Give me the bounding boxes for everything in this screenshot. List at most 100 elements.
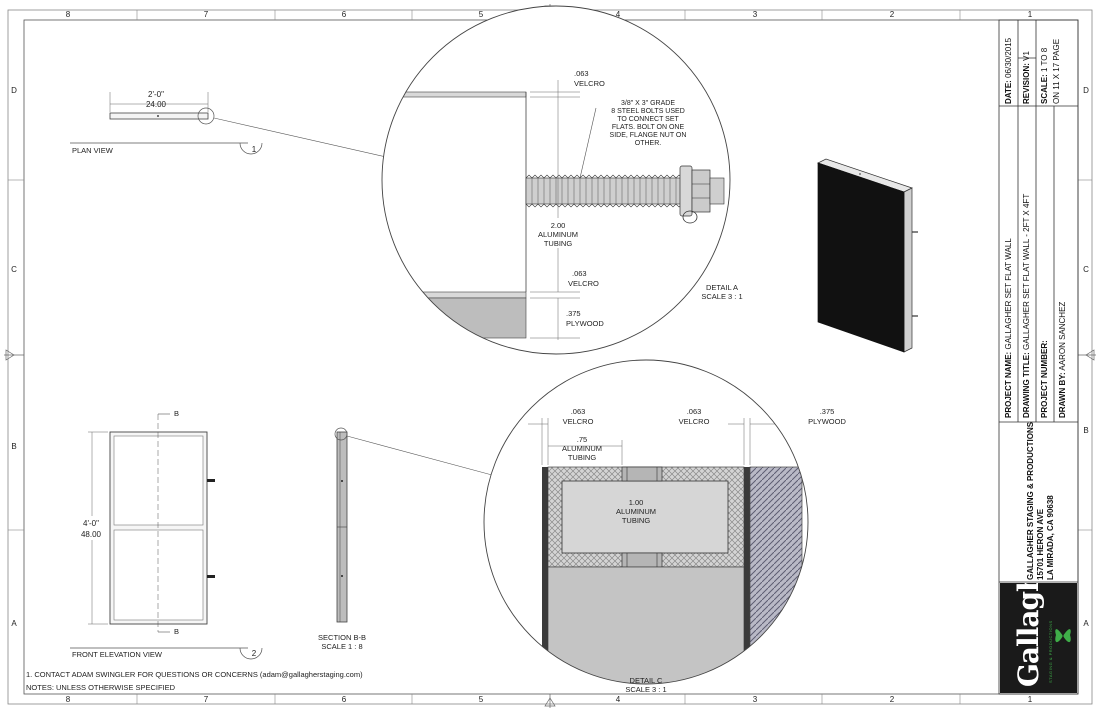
detail-a-bolt-note-6: OTHER. bbox=[635, 140, 662, 147]
detail-c-velcro-left-label: VELCRO bbox=[563, 417, 594, 426]
zone-top-4: 4 bbox=[616, 10, 621, 19]
tb-drawn-by: DRAWN BY: AARON SANCHEZ bbox=[1058, 302, 1067, 418]
tb-drawing-title: DRAWING TITLE: GALLAGHER SET FLAT WALL -… bbox=[1022, 194, 1031, 418]
bolt-bottom bbox=[207, 575, 215, 578]
zone-right-a: A bbox=[1083, 619, 1089, 628]
detail-a-nut bbox=[691, 169, 711, 213]
detail-c-tubing-small-val: .75 bbox=[577, 435, 587, 444]
plan-view-center-mark bbox=[157, 115, 159, 117]
tb-drawing-title-label: DRAWING TITLE: bbox=[1022, 352, 1031, 418]
tb-page-size-value: ON 11 X 17 PAGE bbox=[1052, 38, 1061, 104]
tb-address-2: LA MIRADA, CA 90638 bbox=[1046, 495, 1055, 580]
detail-a-title: DETAIL A bbox=[706, 283, 738, 292]
tb-date: DATE: 06/30/2015 bbox=[1004, 38, 1013, 104]
notes-line-2: NOTES: UNLESS OTHERWISE SPECIFIED bbox=[26, 683, 176, 692]
zone-bottom-8: 8 bbox=[66, 695, 71, 704]
zone-left-a: A bbox=[11, 619, 17, 628]
zone-top-6: 6 bbox=[342, 10, 347, 19]
bolt-top bbox=[207, 479, 215, 482]
detail-a-bolt-note-5: SIDE, FLANGE NUT ON bbox=[610, 132, 687, 139]
detail-a-plywood-label: PLYWOOD bbox=[566, 319, 604, 328]
tb-date-value: 06/30/2015 bbox=[1004, 37, 1013, 78]
detail-a-plywood-val: .375 bbox=[566, 309, 581, 318]
title-block-logo-bg bbox=[1000, 583, 1077, 693]
section-mark-bottom: B bbox=[174, 627, 179, 636]
tb-project-name-label: PROJECT NAME: bbox=[1004, 351, 1013, 418]
detail-c: .063 VELCRO .063 VELCRO .375 PLYWOOD .75… bbox=[483, 359, 846, 694]
detail-a-scale: SCALE 3 : 1 bbox=[701, 292, 742, 301]
zone-bottom-7: 7 bbox=[204, 695, 209, 704]
zone-top-2: 2 bbox=[890, 10, 895, 19]
detail-a-velcro-bot-val: .063 bbox=[572, 269, 587, 278]
zone-top-8: 8 bbox=[66, 10, 71, 19]
detail-a-bolt-note-2: 8 STEEL BOLTS USED bbox=[611, 108, 685, 115]
detail-a-leader bbox=[213, 117, 387, 158]
detail-c-tubing-big bbox=[561, 480, 729, 554]
tb-company: GALLAGHER STAGING & PRODUCTIONS bbox=[1026, 421, 1035, 580]
isometric-panel bbox=[817, 158, 918, 353]
detail-a-velcro-bot-label: VELCRO bbox=[568, 279, 599, 288]
detail-c-velcro-right bbox=[744, 467, 750, 684]
zone-left-d: D bbox=[11, 86, 17, 95]
logo-wordmark: Gallagher bbox=[1012, 583, 1045, 687]
detail-a-flange bbox=[679, 165, 693, 217]
section-mark-top: B bbox=[174, 409, 179, 418]
detail-a-bolt-note-3: TO CONNECT SET bbox=[617, 116, 679, 123]
zone-ticks bbox=[8, 10, 1092, 704]
detail-c-plywood-val: .375 bbox=[820, 407, 835, 416]
zone-bottom-6: 6 bbox=[342, 695, 347, 704]
zone-bottom-1: 1 bbox=[1028, 695, 1033, 704]
detail-c-scale: SCALE 3 : 1 bbox=[625, 685, 666, 694]
tb-project-name: PROJECT NAME: GALLAGHER SET FLAT WALL bbox=[1004, 238, 1013, 418]
detail-a-bolt-note-1: 3/8" X 3" GRADE bbox=[621, 100, 675, 107]
zone-bottom-5: 5 bbox=[479, 695, 484, 704]
section-b-b-scale: SCALE 1 : 8 bbox=[321, 642, 362, 651]
detail-a-callout bbox=[197, 107, 215, 125]
detail-a: .063 VELCRO 3/8" X 3" GRADE 8 STEEL BOLT… bbox=[381, 5, 743, 355]
tb-project-number: PROJECT NUMBER: bbox=[1040, 340, 1049, 418]
zone-bottom-3: 3 bbox=[753, 695, 758, 704]
tb-drawn-by-label: DRAWN BY: bbox=[1058, 372, 1067, 418]
tb-scale-label: SCALE: bbox=[1040, 74, 1049, 104]
front-elevation-inner-bottom bbox=[113, 529, 204, 621]
tb-project-name-value: GALLAGHER SET FLAT WALL bbox=[1004, 238, 1013, 350]
tb-address-1: 15701 HERON AVE bbox=[1036, 508, 1045, 580]
butterfly-icon bbox=[1054, 623, 1072, 649]
tb-revision-value: V1 bbox=[1022, 51, 1031, 61]
detail-a-velcro-top-val: .063 bbox=[574, 69, 589, 78]
detail-c-tubing-big-label-1: ALUMINUM bbox=[616, 507, 656, 516]
front-elevation-inner-top bbox=[113, 435, 204, 526]
detail-a-tubing-label-2: TUBING bbox=[544, 239, 573, 248]
zone-top-5: 5 bbox=[479, 10, 484, 19]
detail-c-tubing-small-top bbox=[621, 466, 663, 482]
front-elevation-number: 2 bbox=[252, 649, 257, 658]
detail-c-callout bbox=[334, 427, 348, 441]
title-block-frame bbox=[998, 19, 1079, 695]
front-elevation-label: FRONT ELEVATION VIEW bbox=[72, 650, 163, 659]
detail-a-velcro-top-label: VELCRO bbox=[574, 79, 605, 88]
logo-subtext: STAGING & PRODUCTIONS bbox=[1048, 620, 1053, 683]
detail-c-velcro-right-val: .063 bbox=[687, 407, 702, 416]
tb-scale-value: 1 TO 8 bbox=[1040, 47, 1049, 72]
elevation-dim-ft: 4'-0" bbox=[83, 519, 99, 528]
detail-c-tubing-small-label-2: TUBING bbox=[568, 453, 597, 462]
tb-project-number-label: PROJECT NUMBER: bbox=[1040, 340, 1049, 418]
tb-drawing-title-value: GALLAGHER SET FLAT WALL - 2FT X 4FT bbox=[1022, 193, 1031, 350]
plan-view: 2'-0" 24.00 PLAN VIEW 1 bbox=[70, 90, 387, 158]
zone-bottom-2: 2 bbox=[890, 695, 895, 704]
section-b-b-view: SECTION B-B SCALE 1 : 8 bbox=[318, 427, 493, 651]
plan-view-number: 1 bbox=[252, 145, 257, 154]
detail-c-velcro-right-label: VELCRO bbox=[679, 417, 710, 426]
company-logo: Gallagher STAGING & PRODUCTIONS bbox=[1000, 583, 1077, 693]
detail-c-tubing-small-bottom bbox=[621, 552, 663, 568]
zone-right-d: D bbox=[1083, 86, 1089, 95]
plan-dim-ft: 2'-0" bbox=[148, 90, 164, 99]
detail-a-tubing-val: 2.00 bbox=[551, 221, 566, 230]
notes-block: 1. CONTACT ADAM SWINGLER FOR QUESTIONS O… bbox=[26, 670, 363, 692]
detail-c-title: DETAIL C bbox=[630, 676, 664, 685]
tb-drawn-by-value: AARON SANCHEZ bbox=[1058, 301, 1067, 371]
detail-c-circle bbox=[483, 359, 809, 685]
zone-top-7: 7 bbox=[204, 10, 209, 19]
zone-left-b: B bbox=[11, 442, 16, 451]
